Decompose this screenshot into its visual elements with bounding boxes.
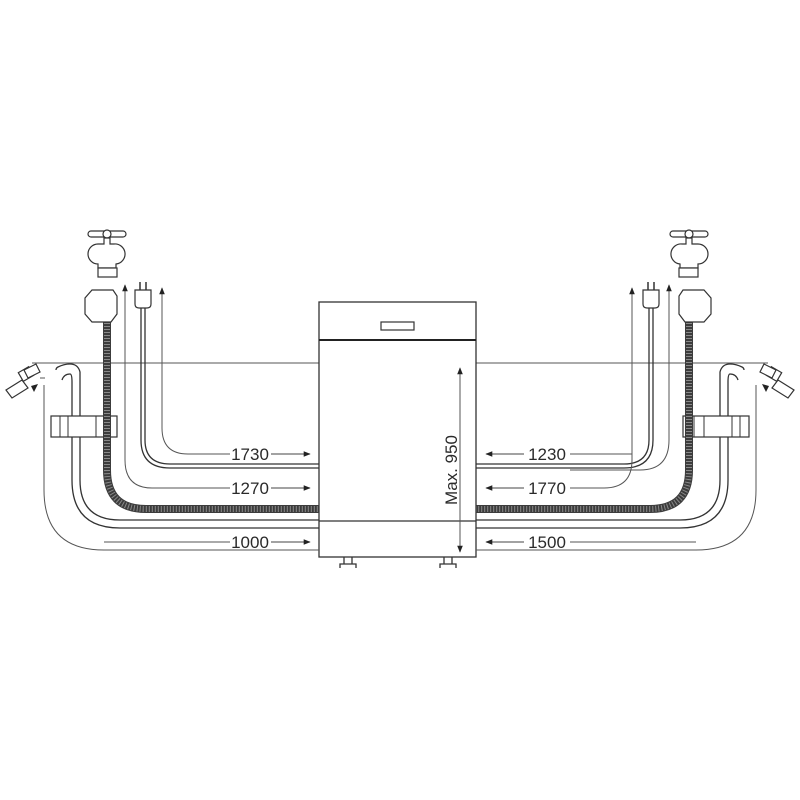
left-dim-power-cable: 1730: [231, 445, 269, 464]
water-tap-icon: [87, 229, 127, 278]
power-plug-icon: [642, 282, 660, 309]
aquastop-valve-icon: [678, 289, 712, 323]
right-dim-drain-hose: 1500: [528, 533, 566, 552]
control-panel-display: [380, 321, 415, 331]
right-dim-power-cable: 1230: [528, 445, 566, 464]
foot-right-icon: [439, 557, 457, 568]
right-dimension-labels: 1230 1770 1500: [528, 445, 632, 552]
power-plug-icon: [134, 282, 152, 309]
right-dim-inlet-hose: 1770: [528, 479, 566, 498]
left-dim-drain-hose: 1000: [231, 533, 269, 552]
drain-connector-icon: [759, 363, 795, 399]
height-label: Max. 950: [442, 435, 461, 505]
height-dimension: Max. 950: [442, 367, 463, 553]
hose-clip-icon: [682, 415, 750, 438]
hose-clip-icon: [50, 415, 118, 438]
aquastop-valve-icon: [84, 289, 118, 323]
left-dim-inlet-hose: 1270: [231, 479, 269, 498]
drain-connector-icon: [5, 363, 41, 399]
left-installation: 1730 1270 1000: [5, 229, 319, 552]
right-installation: [476, 229, 795, 551]
foot-left-icon: [339, 557, 357, 568]
dishwasher-icon: [318, 301, 477, 568]
water-tap-icon: [669, 229, 709, 278]
